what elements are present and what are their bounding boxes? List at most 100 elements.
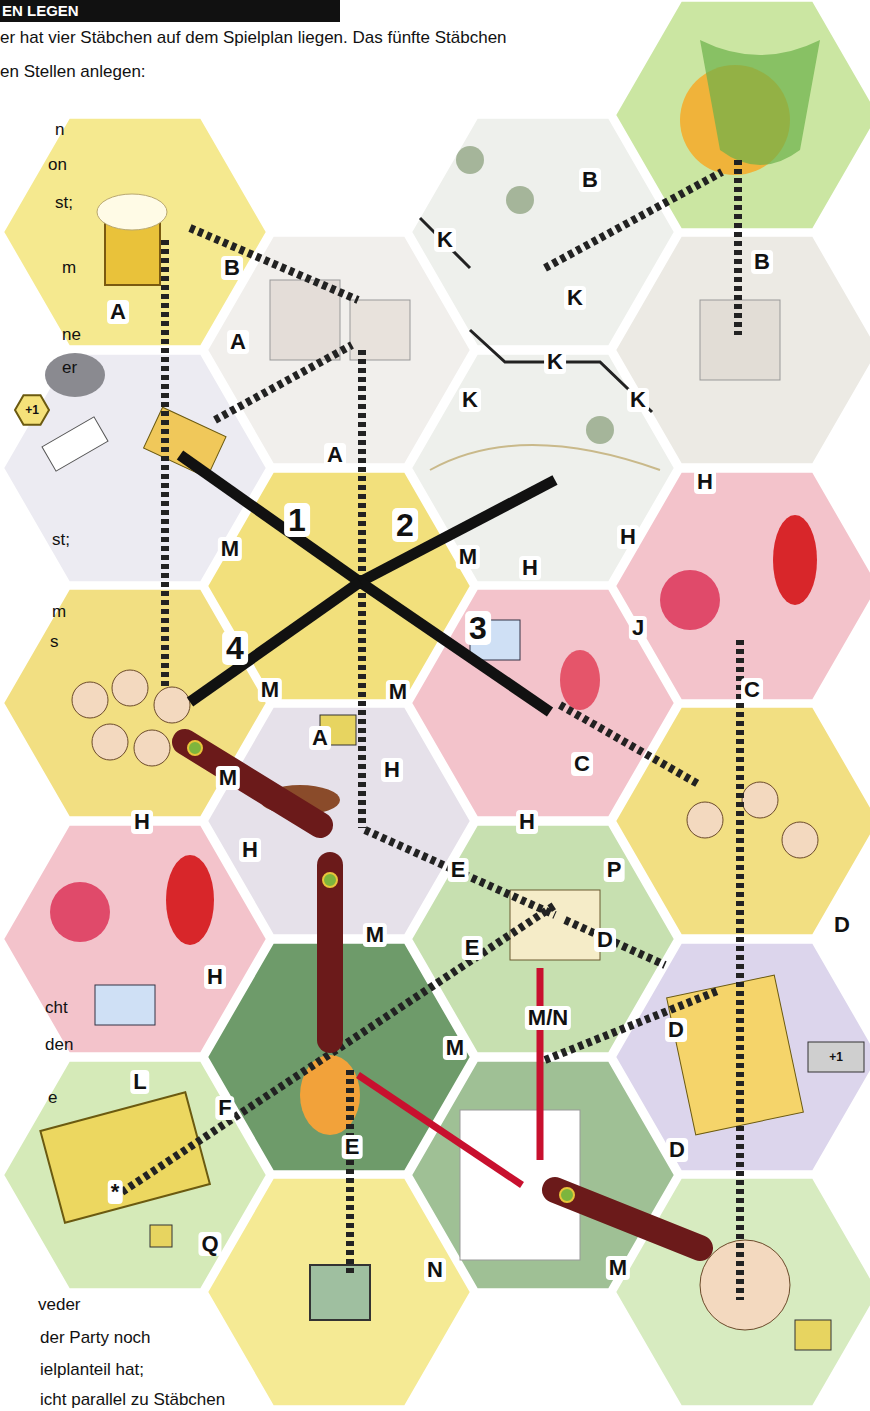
dotted-path: [190, 228, 358, 300]
beer-foam: [97, 194, 167, 230]
stick-number: 4: [222, 631, 248, 665]
edge-letter: D: [666, 1138, 688, 1162]
brown-stick: [555, 1190, 700, 1248]
edge-letter: M/N: [525, 1006, 571, 1030]
crowd-face: [687, 802, 723, 838]
bonus-hex-icon: [15, 395, 49, 424]
edge-letter: E: [462, 936, 483, 960]
rule-text-fragment: e: [48, 1088, 57, 1108]
party-streamer: [166, 855, 214, 945]
stick-emblem: [560, 1188, 574, 1202]
brown-sticks: [185, 742, 700, 1248]
red-stick: [358, 1075, 522, 1185]
heading: EN LEGEN: [0, 0, 340, 22]
tile-icon: [795, 1320, 831, 1350]
dragon: [700, 40, 820, 165]
party-balloon: [50, 882, 110, 942]
edge-letter: H: [519, 556, 541, 580]
edge-letter: H: [381, 758, 403, 782]
edge-letter: E: [342, 1135, 363, 1159]
crowd-face: [742, 782, 778, 818]
dotted-path: [346, 1070, 354, 1275]
rule-text-fragment: ne: [62, 325, 81, 345]
bonus-card: [808, 1042, 864, 1072]
dotted-path: [545, 172, 722, 268]
edge-letter: D: [594, 928, 616, 952]
edge-letter: N: [424, 1258, 446, 1282]
edge-letter: C: [571, 752, 593, 776]
crowd-face: [782, 822, 818, 858]
rule-text-fragment: m: [62, 258, 76, 278]
tree: [456, 146, 484, 174]
building: [700, 300, 780, 380]
stick-emblems: [188, 741, 574, 1202]
dotted-path: [365, 830, 555, 915]
brown-stick: [317, 865, 343, 1040]
for-sale-sign: [144, 407, 226, 477]
edge-letter: F: [215, 1096, 234, 1120]
edge-letter: K: [434, 228, 456, 252]
edge-letter: H: [617, 525, 639, 549]
edge-letter: B: [579, 168, 601, 192]
rule-text-fragment: on: [48, 155, 67, 175]
dotted-path: [736, 640, 744, 1300]
edge-letter: M: [258, 678, 282, 702]
edge-letter: K: [564, 286, 586, 310]
storm-cloud: [45, 353, 105, 397]
edge-letter: P: [604, 858, 625, 882]
campfire: [300, 1055, 360, 1135]
edge-letter: H: [131, 810, 153, 834]
tile-pictures: [15, 40, 864, 1350]
edge-letter: A: [309, 726, 331, 750]
edge-letter: H: [239, 838, 261, 862]
red-sticks: [358, 968, 540, 1185]
remote-control: [42, 417, 108, 471]
crowd-face: [154, 687, 190, 723]
edge-letter: J: [629, 616, 647, 640]
crowd-face: [112, 670, 148, 706]
edge-letter: D: [831, 913, 853, 937]
rule-text-fragment: cht: [45, 998, 68, 1018]
dotted-path: [565, 920, 665, 965]
rule-text-fragment: st;: [55, 193, 73, 213]
edge-letter: E: [448, 858, 469, 882]
edge-letter: M: [218, 537, 242, 561]
edge-letter: K: [459, 388, 481, 412]
edge-letter: *: [108, 1180, 123, 1204]
rule-text-fragment: m: [52, 602, 66, 622]
dotted-path: [215, 345, 352, 420]
rule-text: en Stellen anlegen:: [0, 62, 146, 82]
edge-letter: M: [386, 680, 410, 704]
edge-letter: Q: [198, 1232, 221, 1256]
edge-letter: K: [544, 350, 566, 374]
heading-bar: EN LEGEN: [0, 0, 340, 22]
crowd-face: [72, 682, 108, 718]
edge-letter: M: [606, 1256, 630, 1280]
rule-text-fragment: ielplanteil hat;: [40, 1360, 144, 1380]
edge-letter: M: [456, 545, 480, 569]
rule-text-fragment: den: [45, 1035, 73, 1055]
rule-text-fragment: st;: [52, 530, 70, 550]
edge-letter: H: [516, 810, 538, 834]
edge-letter: A: [324, 443, 346, 467]
dotted-path: [560, 705, 700, 785]
stick-emblem: [188, 741, 202, 755]
region-border: [420, 218, 470, 268]
edge-letter: H: [204, 965, 226, 989]
black-stick: [360, 582, 550, 712]
party-streamer: [773, 515, 817, 605]
rule-text-fragment: s: [50, 632, 59, 652]
hex-tile: [614, 0, 870, 230]
tree: [586, 416, 614, 444]
hex-tile: [614, 471, 870, 701]
rule-text-fragment: veder: [38, 1295, 81, 1315]
black-sticks: [180, 455, 555, 712]
stick-number: 1: [284, 503, 310, 537]
party-glass: [560, 650, 600, 710]
party-balloon: [660, 570, 720, 630]
dotted-path: [161, 240, 169, 690]
edge-letter: H: [694, 470, 716, 494]
